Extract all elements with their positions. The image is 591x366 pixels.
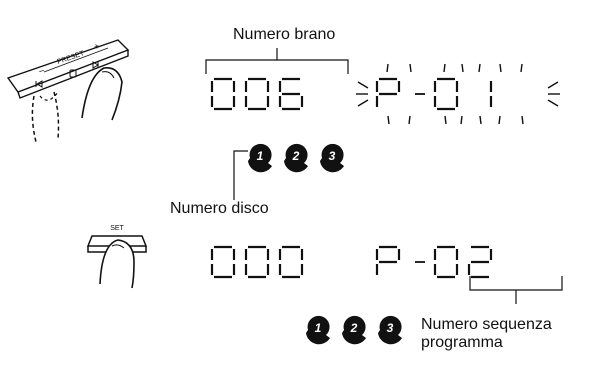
track-number-bracket — [205, 59, 349, 74]
blink-ray — [521, 115, 524, 125]
blink-ray — [408, 115, 411, 125]
blink-ray — [409, 63, 412, 73]
blink-ray — [479, 115, 482, 125]
disc-number-text: 3 — [329, 149, 336, 163]
previous-icon — [35, 80, 43, 88]
plus-label: + — [92, 41, 100, 52]
blink-ray — [357, 81, 369, 89]
bottom-program-indicator — [375, 245, 493, 279]
disc-3-icon: 3 — [320, 143, 344, 173]
disc-number-leader — [233, 150, 248, 200]
digit-P — [375, 77, 401, 107]
digit-6 — [278, 77, 304, 111]
blink-ray — [386, 63, 389, 73]
disc-indicators-top: 1 2 3 — [248, 143, 344, 173]
blink-ray — [357, 99, 369, 107]
blink-ray — [444, 115, 447, 125]
disc-indicators-bottom: 1 2 3 — [306, 315, 402, 345]
top-track-digits — [210, 77, 304, 111]
disc-3-icon: 3 — [378, 315, 402, 345]
set-label: SET — [110, 225, 124, 232]
disc-badge — [306, 315, 330, 345]
digit-0 — [278, 245, 304, 279]
digit-0 — [244, 245, 270, 279]
disc-number-label: Numero disco — [170, 200, 269, 217]
minus-label: – — [37, 65, 45, 76]
blink-ray — [498, 115, 501, 125]
top-program-indicator — [375, 77, 493, 111]
track-number-label: Numero brano — [233, 26, 336, 43]
digit-0 — [244, 77, 270, 111]
digit-0 — [433, 77, 459, 111]
disc-number-text: 1 — [315, 321, 322, 335]
blink-ray — [460, 115, 463, 125]
disc-number-text: 3 — [387, 321, 394, 335]
blink-ray — [461, 63, 464, 73]
set-button-illustration — [86, 235, 148, 289]
disc-badge — [342, 315, 366, 345]
disc-number-text: 2 — [350, 321, 358, 335]
disc-badge — [284, 143, 308, 173]
disc-badge — [248, 143, 272, 173]
digit-0 — [210, 77, 236, 111]
next-icon — [92, 61, 99, 69]
blink-ray — [387, 115, 390, 125]
disc-1-icon: 1 — [306, 315, 330, 345]
digit-2 — [467, 245, 493, 279]
preset-buttons-illustration — [6, 39, 130, 143]
program-sequence-label-line1: Numero sequenza — [421, 316, 552, 333]
disc-badge — [378, 315, 402, 345]
bottom-track-digits — [210, 245, 304, 279]
blink-ray — [547, 99, 559, 107]
blink-ray — [547, 81, 559, 89]
blink-ray — [443, 63, 446, 73]
program-sequence-label-line2: programma — [421, 334, 503, 351]
disc-number-text: 2 — [292, 149, 300, 163]
blink-ray — [499, 63, 502, 73]
blink-ray — [520, 63, 523, 73]
blink-rays — [356, 63, 560, 125]
disc-2-icon: 2 — [284, 143, 308, 173]
digit-P — [375, 245, 401, 275]
digit-0 — [210, 245, 236, 279]
disc-badge — [320, 143, 344, 173]
blink-ray — [478, 63, 481, 73]
disc-number-text: 1 — [257, 149, 264, 163]
disc-2-icon: 2 — [342, 315, 366, 345]
disc-1-icon: 1 — [248, 143, 272, 173]
digit-0 — [433, 245, 459, 279]
